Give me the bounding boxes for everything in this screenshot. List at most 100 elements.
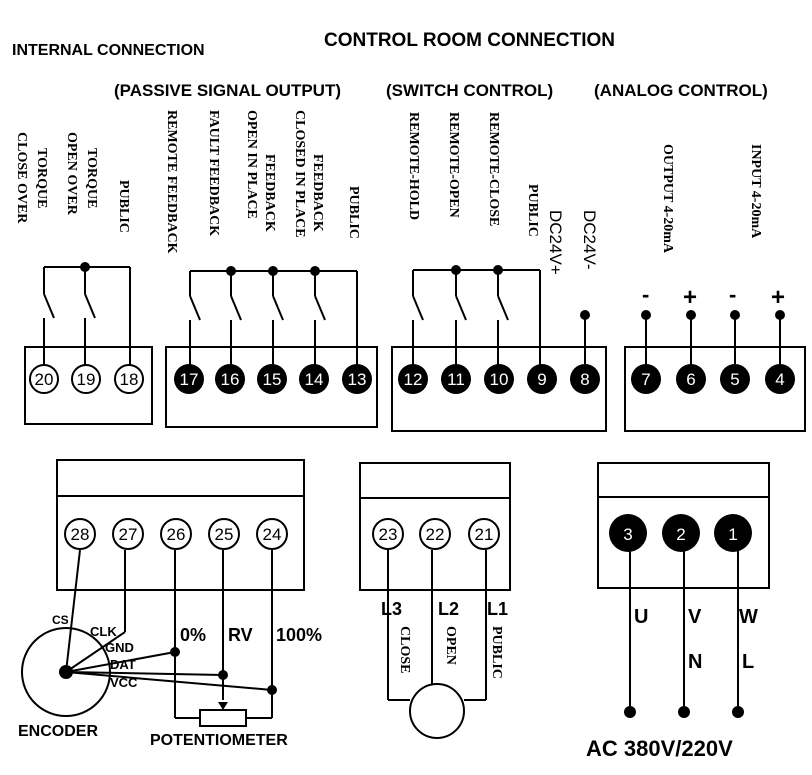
terminal-18[interactable]: 18 (114, 364, 144, 394)
terminal-26[interactable]: 26 (160, 518, 192, 550)
label-open-in-place: OPEN IN PLACE (244, 110, 259, 219)
label-rv: RV (228, 625, 253, 645)
label-u: U (634, 606, 648, 628)
svg-text:1: 1 (728, 525, 737, 544)
heading-passive-signal-output: (PASSIVE SIGNAL OUTPUT) (114, 81, 341, 100)
svg-text:19: 19 (77, 370, 96, 389)
label-dc24v-minus: DC24V- (580, 210, 599, 270)
terminal-7[interactable]: 7 (631, 364, 661, 394)
svg-text:14: 14 (305, 370, 324, 389)
terminal-16[interactable]: 16 (215, 364, 245, 394)
label-passive-public: PUBLIC (346, 186, 361, 239)
terminal-23[interactable]: 23 (372, 518, 404, 550)
label-fault-feedback: FAULT FEEDBACK (206, 110, 221, 236)
svg-text:23: 23 (379, 525, 398, 544)
svg-text:3: 3 (623, 525, 632, 544)
terminal-14[interactable]: 14 (299, 364, 329, 394)
label-switch-public: PUBLIC (525, 184, 540, 237)
svg-text:7: 7 (641, 370, 650, 389)
passive-contacts (189, 266, 358, 366)
terminal-4[interactable]: 4 (765, 364, 795, 394)
svg-text:15: 15 (263, 370, 282, 389)
internal-contacts (43, 262, 131, 366)
terminal-28[interactable]: 28 (64, 518, 96, 550)
polarity-minus-5: - (729, 282, 736, 307)
label-potentiometer: POTENTIOMETER (150, 732, 288, 749)
heading-analog-control: (ANALOG CONTROL) (594, 81, 768, 100)
svg-text:24: 24 (263, 525, 282, 544)
label-l2: L2 (438, 599, 459, 619)
label-clk: CLK (90, 624, 117, 639)
label-motor-public: PUBLIC (489, 626, 504, 679)
label-close-over: CLOSE OVER (14, 132, 29, 224)
terminal-13[interactable]: 13 (342, 364, 372, 394)
terminal-19[interactable]: 19 (71, 364, 101, 394)
label-closed-in-place: CLOSED IN PLACE (292, 110, 307, 238)
svg-text:6: 6 (686, 370, 695, 389)
svg-text:25: 25 (215, 525, 234, 544)
label-remote-open: REMOTE-OPEN (446, 112, 461, 218)
heading-switch-control: (SWITCH CONTROL) (386, 81, 553, 100)
polarity-minus-7: - (642, 282, 649, 307)
terminal-21[interactable]: 21 (468, 518, 500, 550)
terminal-17[interactable]: 17 (174, 364, 204, 394)
svg-text:20: 20 (35, 370, 54, 389)
terminal-24[interactable]: 24 (256, 518, 288, 550)
svg-text:5: 5 (730, 370, 739, 389)
svg-text:28: 28 (71, 525, 90, 544)
terminal-27[interactable]: 27 (112, 518, 144, 550)
label-remote-close: REMOTE-CLOSE (486, 112, 501, 226)
terminal-11[interactable]: 11 (441, 364, 471, 394)
terminal-25[interactable]: 25 (208, 518, 240, 550)
label-0-percent: 0% (180, 625, 206, 645)
terminal-8[interactable]: 8 (570, 364, 600, 394)
label-l1: L1 (487, 599, 508, 619)
terminal-12[interactable]: 12 (398, 364, 428, 394)
heading-control-room-connection: CONTROL ROOM CONNECTION (324, 30, 615, 51)
terminal-2[interactable]: 2 (662, 514, 700, 552)
label-100-percent: 100% (276, 625, 322, 645)
label-encoder: ENCODER (18, 723, 98, 740)
label-w: W (739, 606, 758, 628)
svg-text:27: 27 (119, 525, 138, 544)
label-remote-hold: REMOTE-HOLD (406, 112, 421, 220)
polarity-plus-4: + (771, 284, 785, 311)
terminal-22[interactable]: 22 (419, 518, 451, 550)
label-dc24v-plus: DC24V+ (546, 210, 565, 275)
terminal-6[interactable]: 6 (676, 364, 706, 394)
terminal-15[interactable]: 15 (257, 364, 287, 394)
encoder-wiring (21, 549, 277, 727)
svg-text:16: 16 (221, 370, 240, 389)
svg-text:10: 10 (490, 370, 509, 389)
switch-contacts (412, 265, 590, 366)
heading-internal-connection: INTERNAL CONNECTION (12, 42, 205, 59)
potentiometer-resistor (199, 709, 247, 727)
terminal-10[interactable]: 10 (484, 364, 514, 394)
label-torque-close: TORQUE (34, 148, 49, 208)
label-open-over: OPEN OVER (64, 132, 79, 216)
terminal-20[interactable]: 20 (29, 364, 59, 394)
label-l: L (742, 651, 754, 673)
svg-text:9: 9 (537, 370, 546, 389)
terminal-1[interactable]: 1 (714, 514, 752, 552)
label-open: OPEN (443, 626, 458, 665)
label-feedback-closed: FEEDBACK (310, 154, 325, 232)
polarity-plus-6: + (683, 284, 697, 311)
label-remote-feedback: REMOTE FEEDBACK (164, 110, 179, 254)
svg-text:26: 26 (167, 525, 186, 544)
label-input-4-20ma: INPUT 4-20mA (748, 144, 763, 239)
svg-text:8: 8 (580, 370, 589, 389)
label-dat: DAT (110, 657, 136, 672)
terminal-9[interactable]: 9 (527, 364, 557, 394)
terminal-5[interactable]: 5 (720, 364, 750, 394)
terminal-3[interactable]: 3 (609, 514, 647, 552)
motor-wiring (387, 550, 487, 739)
label-l3: L3 (381, 599, 402, 619)
svg-text:22: 22 (426, 525, 445, 544)
label-feedback-open: FEEDBACK (262, 154, 277, 232)
svg-text:12: 12 (404, 370, 423, 389)
analog-wiring (641, 310, 785, 366)
label-ac-supply: AC 380V/220V (586, 736, 733, 761)
label-cs: CS (52, 613, 69, 627)
